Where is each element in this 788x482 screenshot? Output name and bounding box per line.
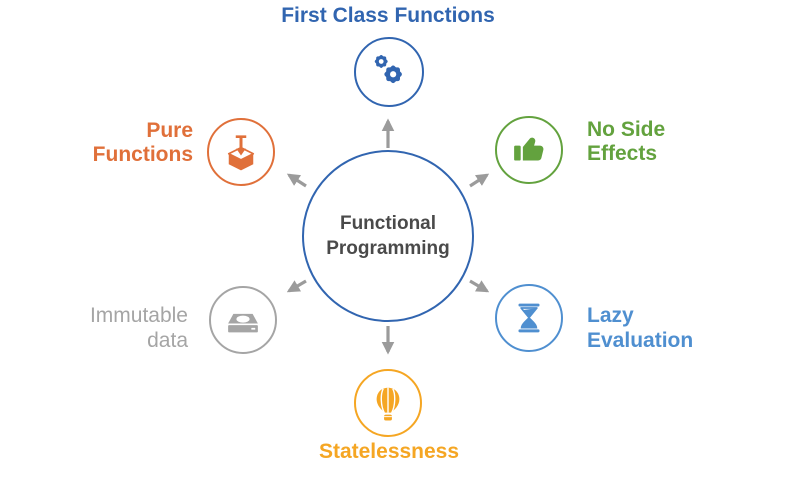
arrow-lower-right — [469, 279, 490, 293]
label-no-side-effects: No Side Effects — [587, 118, 666, 165]
arrow-upper-right — [469, 173, 490, 188]
center-label-line1: Functional — [339, 213, 437, 234]
node-immutable-data — [209, 286, 277, 354]
node-statelessness — [354, 369, 422, 437]
arrow-lower-left — [286, 279, 307, 293]
node-no-side-effects — [495, 116, 563, 184]
hourglass-icon — [518, 303, 540, 333]
label-immutable-data: Immutable data — [89, 304, 188, 352]
center-label: Functional Programming — [326, 211, 450, 261]
node-pure-functions — [207, 118, 275, 186]
gears-icon — [374, 55, 402, 84]
label-lazy-evaluation: Lazy Evaluation — [587, 304, 694, 352]
hot-air-balloon-icon — [376, 387, 400, 421]
center-node: Functional Programming — [302, 150, 474, 322]
label-pure-functions: Pure Functions — [92, 119, 193, 166]
box-arrow-icon — [227, 135, 255, 171]
arrow-upper-left — [286, 173, 307, 188]
node-lazy-evaluation — [495, 284, 563, 352]
thumbs-up-icon — [514, 137, 544, 161]
center-label-line2: Programming — [326, 238, 450, 259]
hard-drive-icon — [228, 313, 258, 333]
label-first-class-functions: First Class Functions — [281, 4, 495, 27]
label-statelessness: Statelessness — [318, 440, 460, 463]
node-first-class-functions — [354, 37, 424, 107]
